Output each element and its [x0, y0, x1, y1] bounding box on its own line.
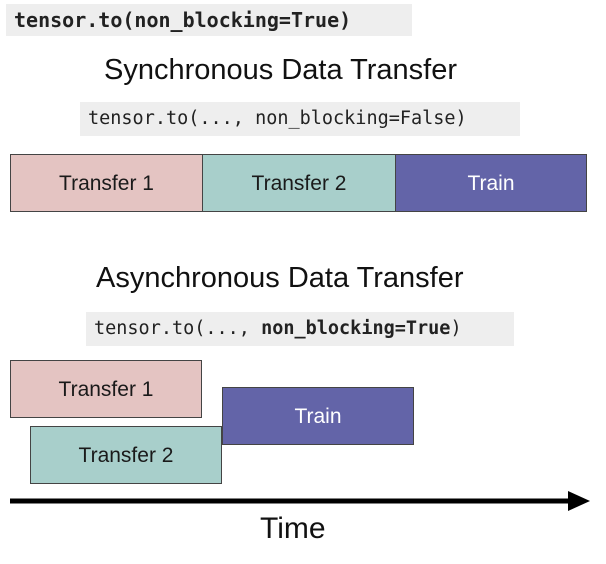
- synchronous-section-title: Synchronous Data Transfer: [104, 54, 458, 86]
- time-axis-arrow: [10, 491, 590, 511]
- asynchronous-code-suffix: ): [450, 317, 462, 339]
- asynchronous-code-prefix: tensor.to(...,: [94, 317, 262, 339]
- sync-transfer-1-label: Transfer 1: [59, 171, 154, 195]
- async-transfer-1-block: Transfer 1: [10, 360, 202, 418]
- asynchronous-section-title: Asynchronous Data Transfer: [96, 262, 464, 294]
- sync-train-label: Train: [467, 171, 515, 195]
- synchronous-code-text: tensor.to(..., non_blocking=False): [88, 107, 467, 129]
- sync-transfer-2-label: Transfer 2: [251, 171, 347, 195]
- asynchronous-code-snippet: tensor.to(..., non_blocking=True): [86, 312, 514, 346]
- sync-train-block: Train: [395, 154, 587, 212]
- async-transfer-2-block: Transfer 2: [30, 426, 222, 484]
- async-transfer-1-label: Transfer 1: [58, 377, 154, 401]
- sync-transfer-2-block: Transfer 2: [202, 154, 396, 212]
- header-code-snippet: tensor.to(non_blocking=True): [6, 4, 412, 36]
- header-code-text: tensor.to(non_blocking=True): [14, 8, 352, 32]
- synchronous-code-snippet: tensor.to(..., non_blocking=False): [80, 102, 520, 136]
- async-transfer-2-label: Transfer 2: [78, 443, 174, 467]
- sync-transfer-1-block: Transfer 1: [10, 154, 203, 212]
- time-axis-label: Time: [260, 512, 326, 545]
- async-train-block: Train: [222, 387, 414, 445]
- asynchronous-code-bold: non_blocking=True: [261, 317, 451, 339]
- time-axis-arrowhead: [568, 491, 590, 511]
- async-train-label: Train: [294, 404, 342, 428]
